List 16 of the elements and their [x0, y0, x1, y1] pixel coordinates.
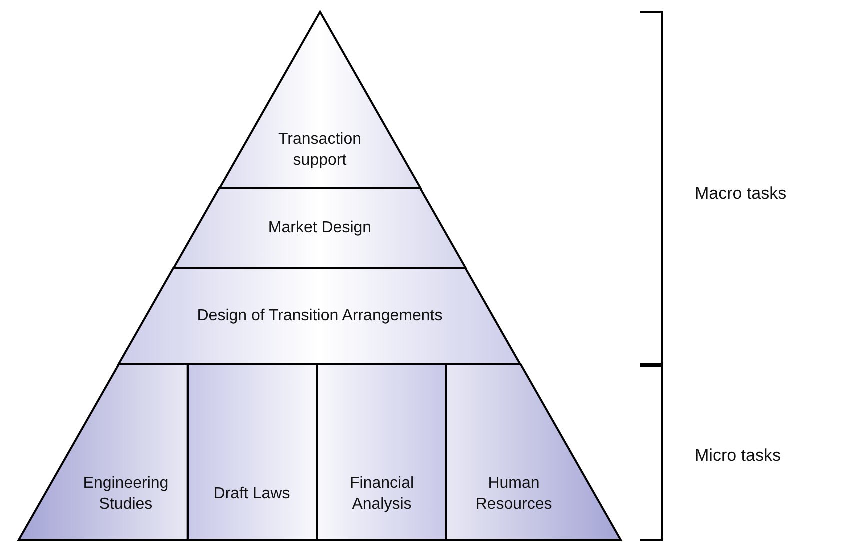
pyramid-column — [188, 364, 317, 540]
pyramid-column — [446, 364, 621, 540]
pyramid-column — [19, 364, 188, 540]
bracket-label: Micro tasks — [695, 446, 781, 466]
pyramid-tier — [174, 188, 466, 268]
tier-label: Engineering Studies — [82, 474, 170, 515]
tier-label: Market Design — [267, 218, 373, 238]
tier-label: Human Resources — [474, 474, 554, 515]
pyramid-tier — [119, 268, 521, 364]
tier-label: Draft Laws — [212, 484, 292, 504]
tier-label: Transaction support — [277, 130, 362, 171]
pyramid-column — [317, 364, 446, 540]
tier-label: Design of Transition Arrangements — [196, 306, 444, 326]
bracket-label: Macro tasks — [695, 184, 787, 204]
pyramid-tier — [220, 12, 420, 188]
tier-label: Financial Analysis — [348, 474, 416, 515]
